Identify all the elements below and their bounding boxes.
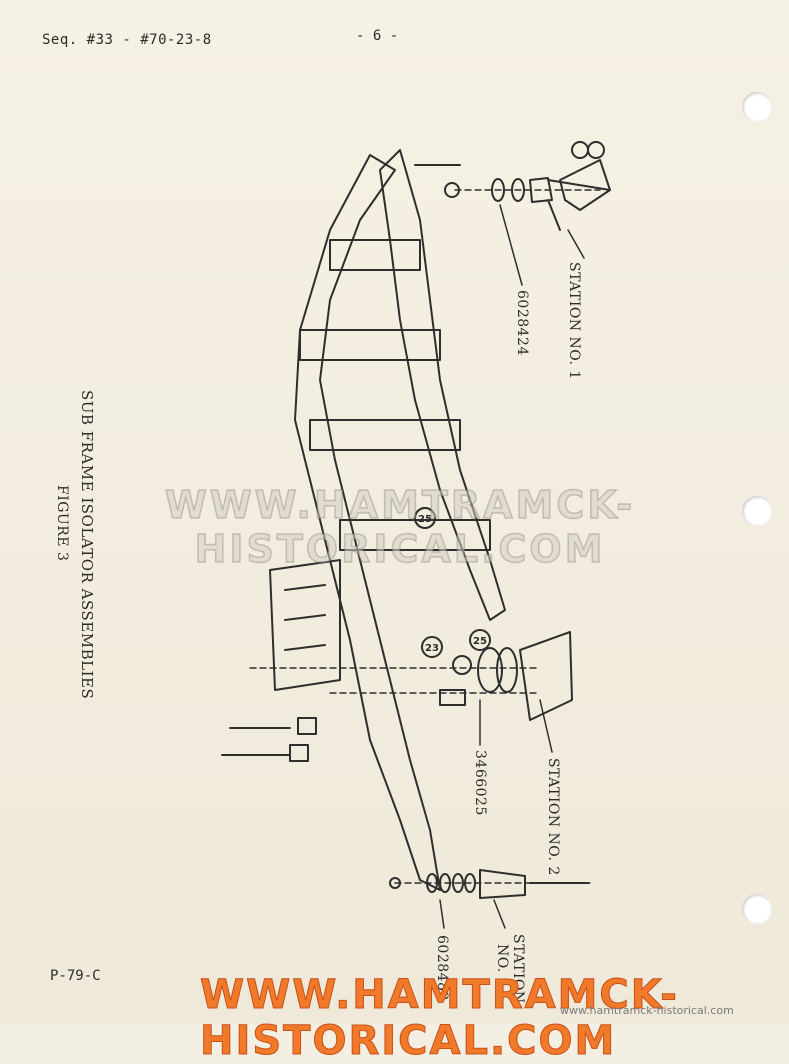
watermark-small: www.hamtramck-historical.com — [560, 1004, 734, 1017]
front-bracket-detail — [284, 584, 326, 651]
station-2-label: STATION NO. 2 — [545, 758, 561, 876]
cross-member-4 — [339, 519, 491, 551]
front-bracket — [269, 559, 341, 691]
station-1-label: STATION NO. 1 — [566, 262, 582, 380]
part-number-station-2: 3466025 — [472, 750, 488, 816]
callout-label-3: 23 — [425, 643, 439, 654]
callout-label-2: 25 — [473, 636, 487, 647]
station1-bracket — [559, 159, 611, 211]
station3-bracket — [479, 869, 526, 899]
watermark-bottom: WWW.HAMTRAMCK-HISTORICAL.COM — [200, 972, 679, 1064]
sub-frame-exploded-drawing: 25 25 23 — [221, 141, 611, 929]
part-number-station-1: 6028424 — [514, 290, 530, 356]
binder-hole-bottom — [742, 894, 772, 924]
callout-label-1: 25 — [418, 514, 432, 525]
callout-circle-2 — [469, 629, 491, 651]
cross-member-2 — [299, 329, 441, 361]
footer-code: P-79-C — [50, 968, 101, 984]
frame-rail-left — [294, 154, 441, 891]
page-number: - 6 - — [356, 28, 399, 44]
frame-rail-right — [379, 149, 506, 621]
cross-member-1 — [329, 239, 421, 271]
callout-circle-3 — [421, 636, 443, 658]
sequence-number: Seq. #33 - #70-23-8 — [42, 32, 212, 48]
binder-hole-top — [742, 92, 772, 122]
watermark-center: WWW.HAMTRAMCK-HISTORICAL.COM — [164, 482, 636, 572]
binder-hole-middle — [742, 496, 772, 526]
station2-bracket — [519, 631, 573, 721]
cross-member-3 — [309, 419, 461, 451]
